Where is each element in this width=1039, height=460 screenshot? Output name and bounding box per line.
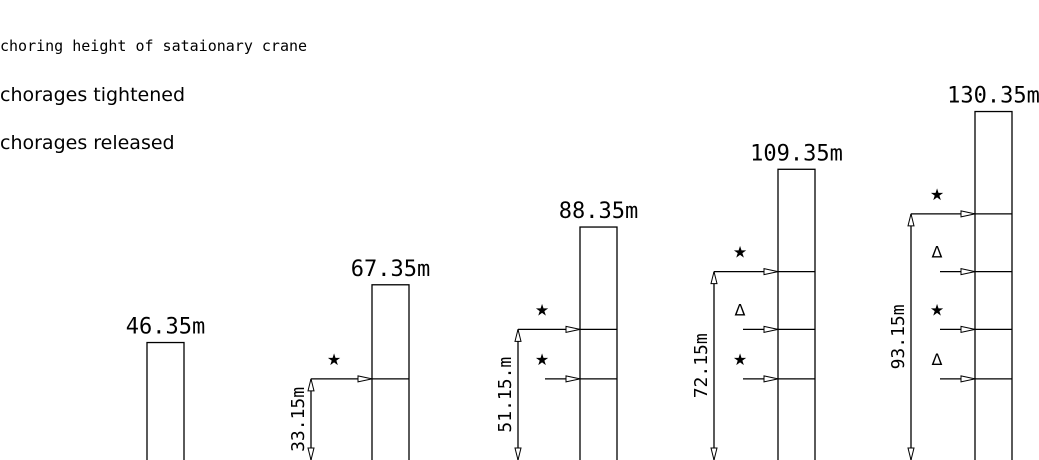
anchor-released-marker: Δ [932, 350, 943, 369]
tower-height-label: 88.35m [559, 199, 638, 224]
anchor-arrow [960, 375, 976, 383]
tower-body [146, 341, 185, 460]
anchor-arrow [960, 210, 976, 218]
dimension-arrow-bottom [710, 447, 718, 460]
tower-height-label: 67.35m [351, 257, 430, 282]
anchor-arrow [960, 267, 976, 276]
dimension-label: 72.15m [691, 333, 712, 398]
anchor-released-marker: Δ [735, 300, 746, 319]
anchor-tightened-marker: ★ [327, 350, 341, 369]
legend: choring height of sataionary crane chora… [0, 37, 307, 154]
anchor-arrow [565, 325, 581, 333]
anchor-arrow [763, 325, 779, 333]
tower-body [974, 110, 1013, 460]
tower-height-label: 130.35m [947, 84, 1039, 109]
anchor-tightened-marker: ★ [535, 300, 549, 319]
dimension-label: 33.15m [288, 387, 309, 452]
dimension-arrow-bottom [307, 447, 315, 460]
legend-line-2: chorages tightened [0, 84, 185, 106]
anchor-released-marker: Δ [932, 243, 943, 262]
anchor-arrow [763, 375, 779, 383]
tower-body [579, 226, 618, 460]
legend-line-1: choring height of sataionary crane [0, 37, 307, 55]
tower-height-label: 46.35m [126, 315, 205, 340]
dimension-arrow-bottom [514, 447, 522, 460]
dimension-arrow-top [710, 271, 718, 285]
dimension-arrow-top [514, 329, 522, 342]
anchor-tightened-marker: ★ [930, 185, 944, 204]
dimension-label: 51.15.m [495, 357, 516, 433]
anchor-arrow [357, 375, 373, 383]
dimension-label: 93.15m [888, 304, 909, 369]
tower-body [777, 168, 816, 460]
anchor-arrow [960, 325, 976, 333]
dimension-arrow-bottom [907, 447, 915, 460]
tower-body [371, 284, 410, 460]
legend-line-3: chorages released [0, 132, 175, 154]
tower-height-label: 109.35m [750, 141, 843, 166]
anchor-tightened-marker: ★ [733, 350, 747, 369]
anchor-tightened-marker: ★ [930, 300, 944, 319]
anchor-tightened-marker: ★ [535, 350, 549, 369]
towers: 46.35m 67.35m ★ 33.15m 88.35m ★ ★ 51.15.m 109.35… [126, 84, 1039, 460]
dimension-arrow-top [307, 378, 315, 392]
dimension-arrow-top [907, 213, 915, 227]
anchor-tightened-marker: ★ [733, 243, 747, 262]
anchor-arrow [565, 375, 581, 383]
anchor-arrow [763, 267, 779, 276]
